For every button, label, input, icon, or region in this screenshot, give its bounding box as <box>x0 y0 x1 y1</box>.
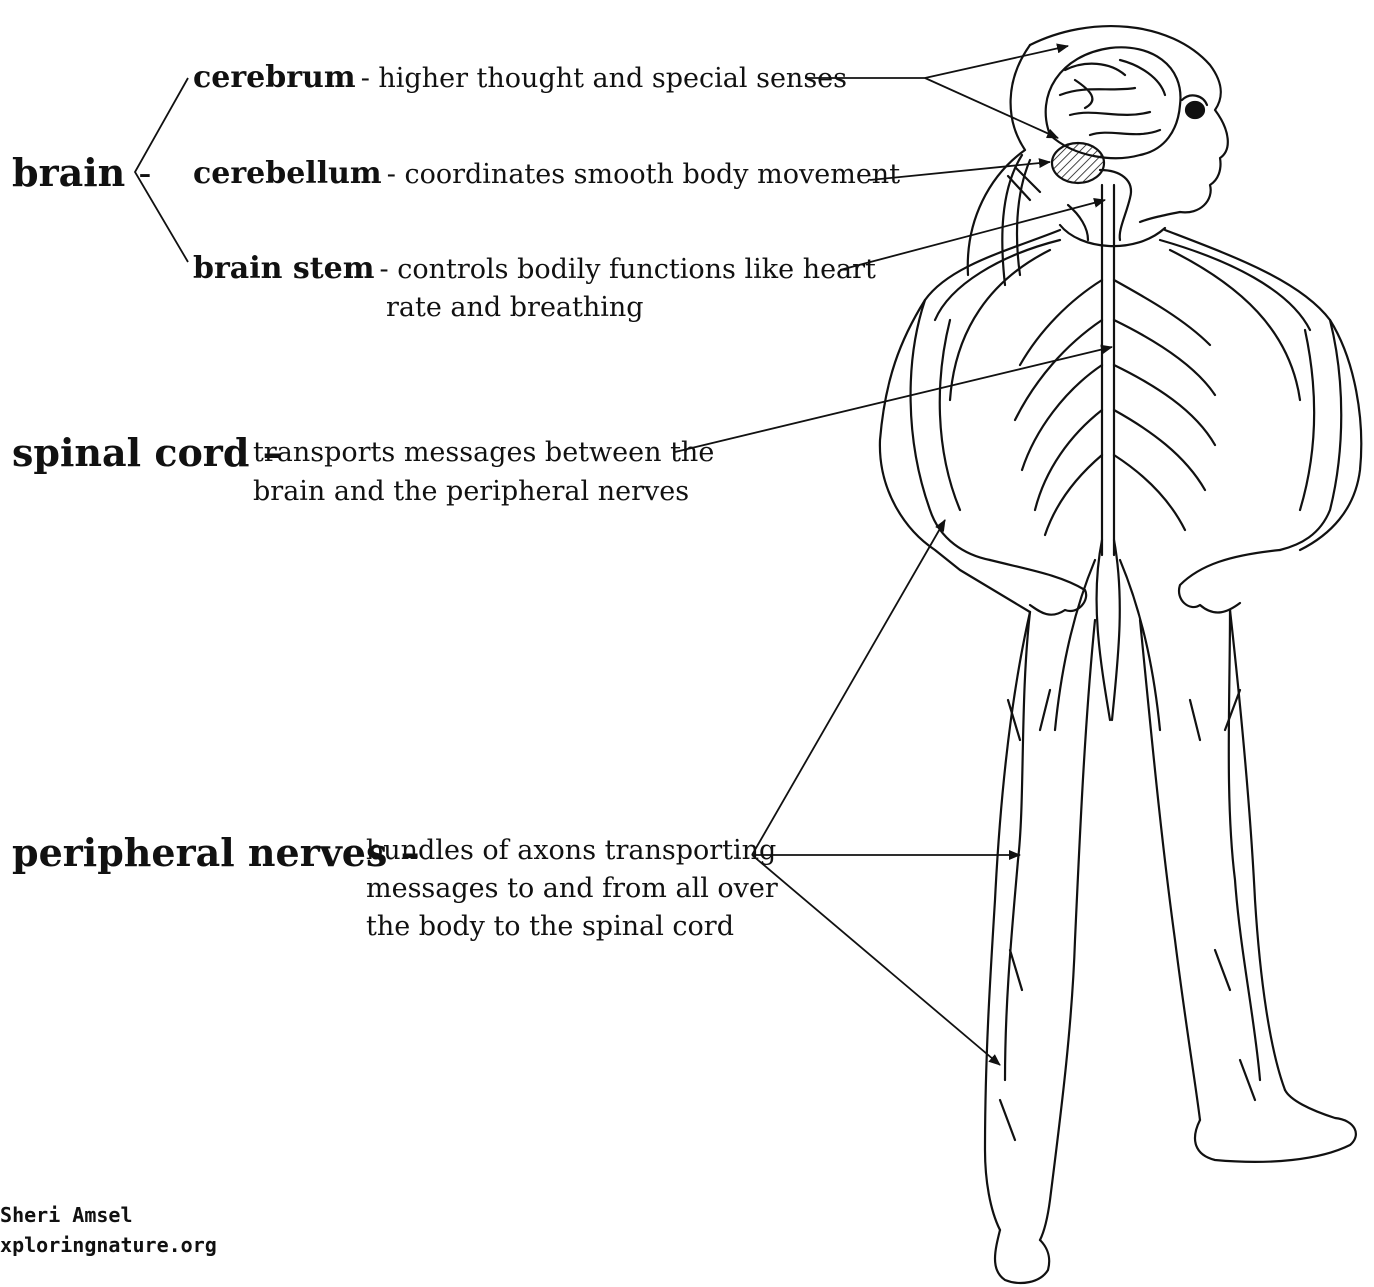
credit: ©Sheri Amsel exploringnature.org <box>0 1200 217 1260</box>
credit-author: ©Sheri Amsel <box>0 1200 217 1230</box>
spinal-cord-leader <box>675 347 1112 452</box>
head-outline <box>1030 26 1228 222</box>
brain-stem-leader <box>840 200 1105 270</box>
brain-term: brain <box>12 150 125 195</box>
peripheral-leader-arm <box>752 520 945 855</box>
label-spinal-cord: spinal cord – <box>12 430 282 475</box>
peripheral-nerves-desc-line3: the body to the spinal cord <box>366 911 734 942</box>
brain-stem-term: brain stem <box>193 251 374 286</box>
brain-stem-desc-line2: rate and breathing <box>386 292 644 323</box>
label-brain: brain - <box>12 150 151 195</box>
label-cerebrum: cerebrum - higher thought and special se… <box>193 60 847 95</box>
cerebellum-desc: - coordinates smooth body movement <box>387 159 900 190</box>
brain-separator: - <box>139 151 152 195</box>
cerebrum-desc: - higher thought and special senses <box>361 63 847 94</box>
peripheral-nerves-term: peripheral nerves <box>12 830 387 875</box>
label-brain-stem: brain stem - controls bodily functions l… <box>193 251 876 286</box>
peripheral-nerves-desc-line2: messages to and from all over <box>366 873 778 904</box>
cerebrum-shape <box>1046 47 1181 158</box>
brain-stem-desc-line1: - controls bodily functions like heart <box>380 254 876 285</box>
spinal-cord-term: spinal cord <box>12 430 249 475</box>
spinal-cord-desc-line2: brain and the peripheral nerves <box>253 476 689 507</box>
peripheral-leader-shin <box>752 855 1000 1065</box>
spinal-cord-desc-line1: transports messages between the <box>253 437 714 468</box>
cerebellum-term: cerebellum <box>193 156 382 191</box>
credit-website: exploringnature.org <box>0 1230 217 1260</box>
cerebrum-term: cerebrum <box>193 60 356 95</box>
label-cerebellum: cerebellum - coordinates smooth body mov… <box>193 156 900 191</box>
peripheral-nerves-desc-line1: bundles of axons transporting <box>366 835 776 866</box>
cerebellum-shape <box>1052 143 1104 183</box>
label-peripheral-nerves: peripheral nerves – <box>12 830 420 875</box>
